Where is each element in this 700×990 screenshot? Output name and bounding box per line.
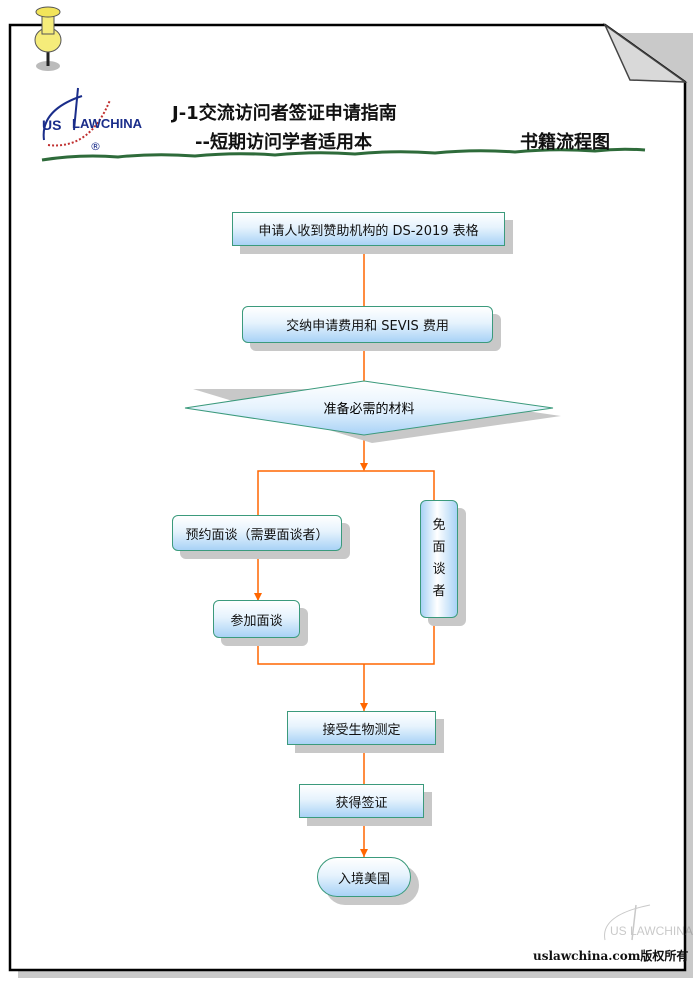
svg-text:LAWCHINA: LAWCHINA [72, 116, 143, 131]
arrowheads [254, 463, 368, 857]
section-title: 书籍流程图 [520, 132, 610, 153]
step-pay-fees: 交纳申请费用和 SEVIS 费用 [242, 306, 493, 343]
decorative-divider [41, 147, 646, 162]
svg-text:US: US [42, 117, 61, 133]
step-get-visa: 获得签证 [299, 784, 424, 818]
watermark-logo: US LAWCHINA [604, 904, 693, 941]
step-biometrics: 接受生物测定 [287, 711, 436, 745]
flow-connectors [257, 246, 435, 857]
decision-prepare-materials: 准备必需的材料 [323, 402, 415, 417]
svg-text:US LAWCHINA: US LAWCHINA [610, 924, 693, 938]
vertical-char: 谈 [432, 562, 446, 577]
svg-text:®: ® [90, 140, 101, 153]
title-line2: --短期访问学者适用本 [195, 132, 372, 153]
page-curl [603, 22, 688, 83]
vertical-char: 免 [432, 518, 446, 533]
decision-diamond [184, 380, 554, 436]
pushpin-icon [34, 6, 62, 71]
step-enter-us: 入境美国 [317, 857, 411, 897]
step-schedule-interview: 预约面谈（需要面谈者） [172, 515, 342, 551]
copyright-text: uslawchina.com版权所有 [533, 949, 689, 963]
vertical-char: 者 [432, 584, 446, 599]
step-attend-interview: 参加面谈 [213, 600, 300, 638]
step-receive-ds2019: 申请人收到赞助机构的 DS-2019 表格 [232, 212, 505, 246]
title-line1: J-1交流访问者签证申请指南 [172, 103, 397, 124]
vertical-char: 面 [432, 540, 446, 555]
step-interview-waived: 免 面 谈 者 [420, 500, 458, 618]
uslawchina-logo: US LAWCHINA ® [42, 87, 143, 153]
